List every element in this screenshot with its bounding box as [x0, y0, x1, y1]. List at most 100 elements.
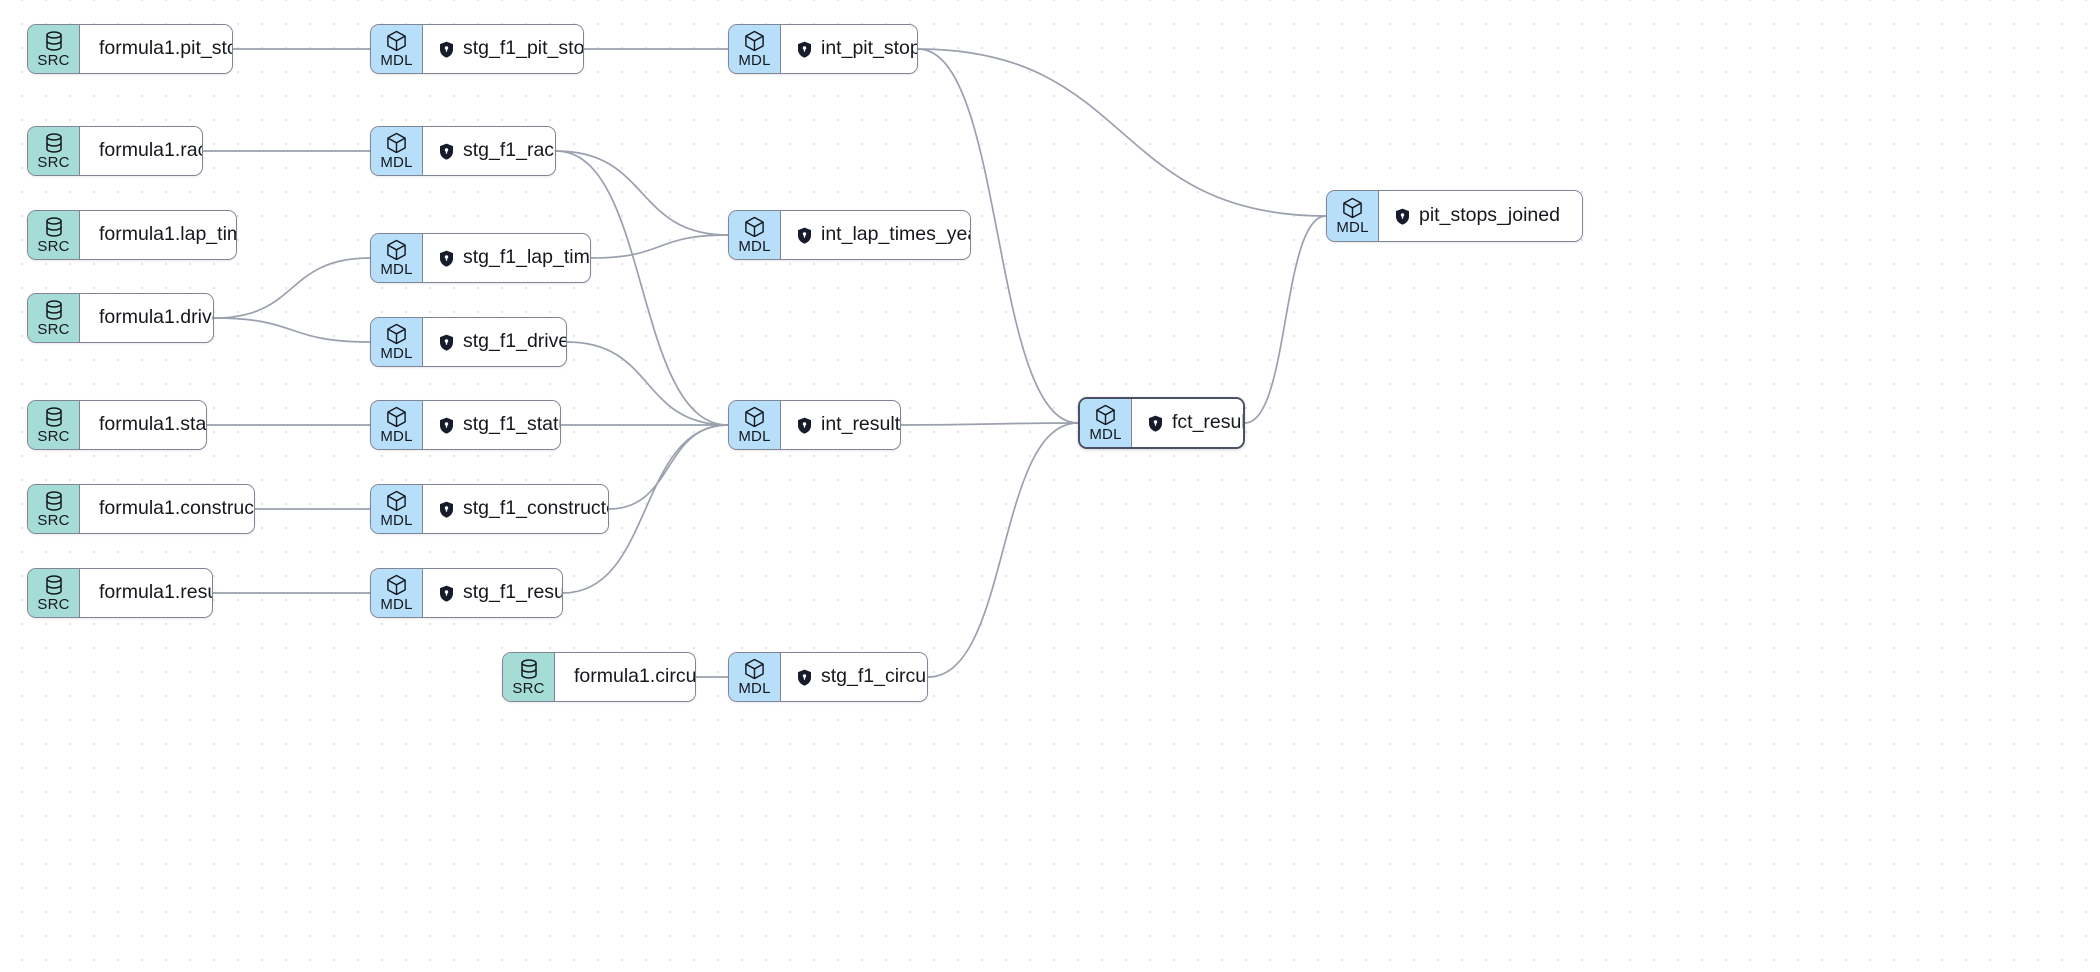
mdl-badge: MDL: [371, 485, 423, 533]
shield-lock-icon: [439, 334, 454, 351]
badge-label: MDL: [738, 428, 771, 445]
mdl-badge: MDL: [371, 569, 423, 617]
src-badge: SRC: [28, 127, 80, 175]
mdl-badge: MDL: [729, 211, 781, 259]
node-label: stg_f1_drivers: [463, 330, 566, 353]
node-body: int_pit_stops: [781, 25, 917, 73]
lineage-node-stg_f1_status[interactable]: MDL stg_f1_status: [370, 400, 561, 450]
node-body: formula1.drivers: [80, 294, 213, 342]
lineage-node-formula1_lap_times[interactable]: SRC formula1.lap_times: [27, 210, 237, 260]
node-body: formula1.results: [80, 569, 212, 617]
lineage-edge-formula1_drivers--stg_f1_lap_times: [213, 257, 371, 319]
src-badge: SRC: [28, 401, 80, 449]
lineage-node-int_results[interactable]: MDL int_results: [728, 400, 901, 450]
node-body: pit_stops_joined: [1379, 191, 1582, 241]
cube-icon: [386, 239, 407, 261]
node-label: stg_f1_pit_stops: [463, 37, 584, 60]
lineage-edge-stg_f1_lap_times--int_lap_times_years: [590, 234, 729, 259]
node-label: int_pit_stops: [821, 37, 917, 60]
lineage-node-stg_f1_results[interactable]: MDL stg_f1_results: [370, 568, 563, 618]
node-body: formula1.pit_stops: [80, 25, 232, 73]
database-icon: [44, 406, 64, 428]
cube-icon: [386, 132, 407, 154]
cube-icon: [386, 406, 407, 428]
cube-icon: [744, 406, 765, 428]
lineage-edge-stg_f1_constructors--int_results: [608, 424, 729, 510]
lineage-node-int_lap_times_years[interactable]: MDL int_lap_times_years: [728, 210, 971, 260]
src-badge: SRC: [28, 294, 80, 342]
badge-label: SRC: [37, 512, 70, 529]
lineage-edge-int_pit_stops--pit_stops_joined: [917, 48, 1327, 217]
node-body: formula1.lap_times: [80, 211, 236, 259]
node-label: formula1.drivers: [99, 306, 213, 329]
node-label: stg_f1_lap_times: [463, 246, 590, 269]
cube-icon: [386, 323, 407, 345]
mdl-badge: MDL: [371, 127, 423, 175]
node-label: formula1.races: [99, 139, 202, 162]
mdl-badge: MDL: [729, 25, 781, 73]
node-label: fct_results: [1172, 411, 1243, 434]
src-badge: SRC: [28, 211, 80, 259]
node-label: stg_f1_status: [463, 413, 560, 436]
shield-lock-icon: [439, 143, 454, 160]
database-icon: [44, 490, 64, 512]
lineage-node-formula1_constructors[interactable]: SRC formula1.constructors: [27, 484, 255, 534]
shield-lock-icon: [797, 669, 812, 686]
cube-icon: [744, 658, 765, 680]
lineage-node-formula1_drivers[interactable]: SRC formula1.drivers: [27, 293, 214, 343]
shield-lock-icon: [439, 501, 454, 518]
node-body: stg_f1_lap_times: [423, 234, 590, 282]
mdl-badge: MDL: [729, 653, 781, 701]
cube-icon: [386, 490, 407, 512]
node-body: stg_f1_drivers: [423, 318, 566, 366]
lineage-node-formula1_pit_stops[interactable]: SRC formula1.pit_stops: [27, 24, 233, 74]
shield-lock-icon: [797, 417, 812, 434]
node-body: stg_f1_pit_stops: [423, 25, 583, 73]
shield-lock-icon: [439, 585, 454, 602]
node-label: formula1.circuits: [574, 665, 696, 688]
mdl-badge: MDL: [371, 25, 423, 73]
badge-label: SRC: [37, 154, 70, 171]
lineage-node-formula1_races[interactable]: SRC formula1.races: [27, 126, 203, 176]
shield-lock-icon: [439, 41, 454, 58]
badge-label: SRC: [37, 321, 70, 338]
badge-label: SRC: [37, 428, 70, 445]
database-icon: [44, 574, 64, 596]
lineage-node-int_pit_stops[interactable]: MDL int_pit_stops: [728, 24, 918, 74]
mdl-badge: MDL: [729, 401, 781, 449]
node-label: pit_stops_joined: [1419, 204, 1560, 227]
cube-icon: [1095, 404, 1116, 426]
node-label: formula1.lap_times: [99, 223, 236, 246]
badge-label: SRC: [37, 238, 70, 255]
lineage-node-pit_stops_joined[interactable]: MDL pit_stops_joined: [1326, 190, 1583, 242]
badge-label: MDL: [380, 512, 413, 529]
src-badge: SRC: [28, 569, 80, 617]
lineage-edge-formula1_drivers--stg_f1_drivers: [213, 317, 371, 343]
node-body: int_results: [781, 401, 900, 449]
node-label: formula1.pit_stops: [99, 37, 232, 60]
cube-icon: [744, 30, 765, 52]
lineage-node-stg_f1_lap_times[interactable]: MDL stg_f1_lap_times: [370, 233, 591, 283]
node-label: int_lap_times_years: [821, 223, 970, 246]
badge-label: MDL: [380, 428, 413, 445]
badge-label: MDL: [380, 596, 413, 613]
cube-icon: [386, 30, 407, 52]
badge-label: MDL: [380, 261, 413, 278]
node-body: formula1.constructors: [80, 485, 254, 533]
src-badge: SRC: [28, 485, 80, 533]
src-badge: SRC: [28, 25, 80, 73]
shield-lock-icon: [439, 417, 454, 434]
lineage-node-stg_f1_pit_stops[interactable]: MDL stg_f1_pit_stops: [370, 24, 584, 74]
badge-label: MDL: [1336, 219, 1369, 236]
node-label: stg_f1_results: [463, 581, 562, 604]
